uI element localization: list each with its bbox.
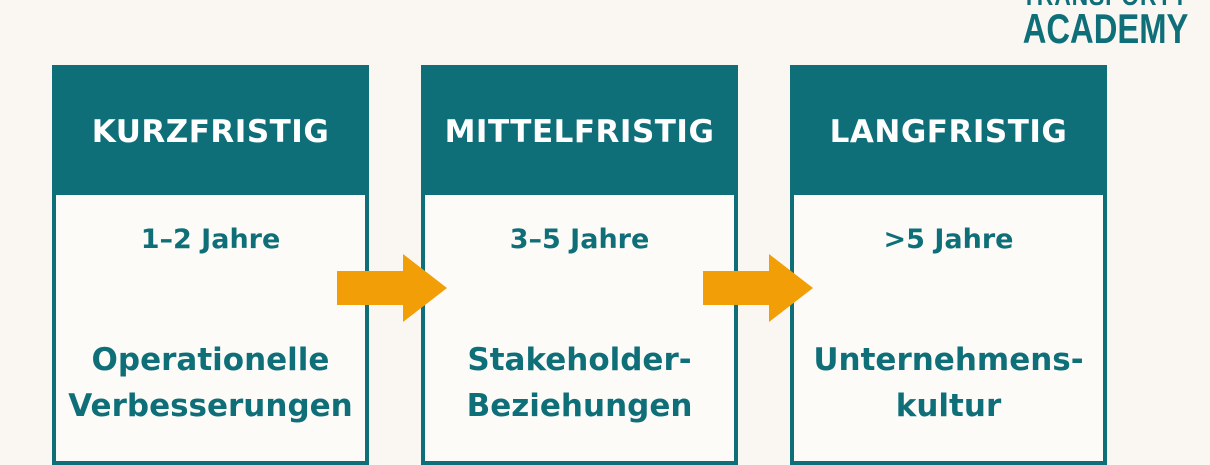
stage-title: MITTELFRISTIG (425, 69, 734, 195)
logo-line-1: TRANSPORTY (1014, 0, 1188, 10)
arrow-right-icon (703, 254, 813, 322)
stage-duration: 1–2 Jahre (140, 224, 281, 255)
stage-title: LANGFRISTIG (794, 69, 1103, 195)
stage-topic: Unternehmens- kultur (794, 337, 1103, 429)
stage-duration: 3–5 Jahre (509, 224, 650, 255)
stage-title: KURZFRISTIG (56, 69, 365, 195)
stage-card-medium-term: MITTELFRISTIG 3–5 Jahre Stakeholder- Bez… (421, 65, 738, 465)
stage-card-short-term: KURZFRISTIG 1–2 Jahre Operationelle Verb… (52, 65, 369, 465)
stage-topic-line-1: Unternehmens- (813, 342, 1084, 378)
stage-topic: Operationelle Verbesserungen (56, 337, 365, 429)
stage-topic-line-2: kultur (895, 388, 1002, 424)
stage-duration: >5 Jahre (883, 224, 1014, 255)
stage-topic-line-2: Beziehungen (466, 388, 693, 424)
stage-topic-line-1: Stakeholder- (467, 342, 692, 378)
stage-topic-line-2: Verbesserungen (68, 388, 353, 424)
stage-card-long-term: LANGFRISTIG >5 Jahre Unternehmens- kultu… (790, 65, 1107, 465)
arrow-right-icon (337, 254, 447, 322)
academy-logo: TRANSPORTY ACADEMY (976, 0, 1188, 50)
logo-line-2: ACADEMY (1022, 5, 1188, 52)
stage-topic: Stakeholder- Beziehungen (425, 337, 734, 429)
stage-topic-line-1: Operationelle (91, 342, 330, 378)
